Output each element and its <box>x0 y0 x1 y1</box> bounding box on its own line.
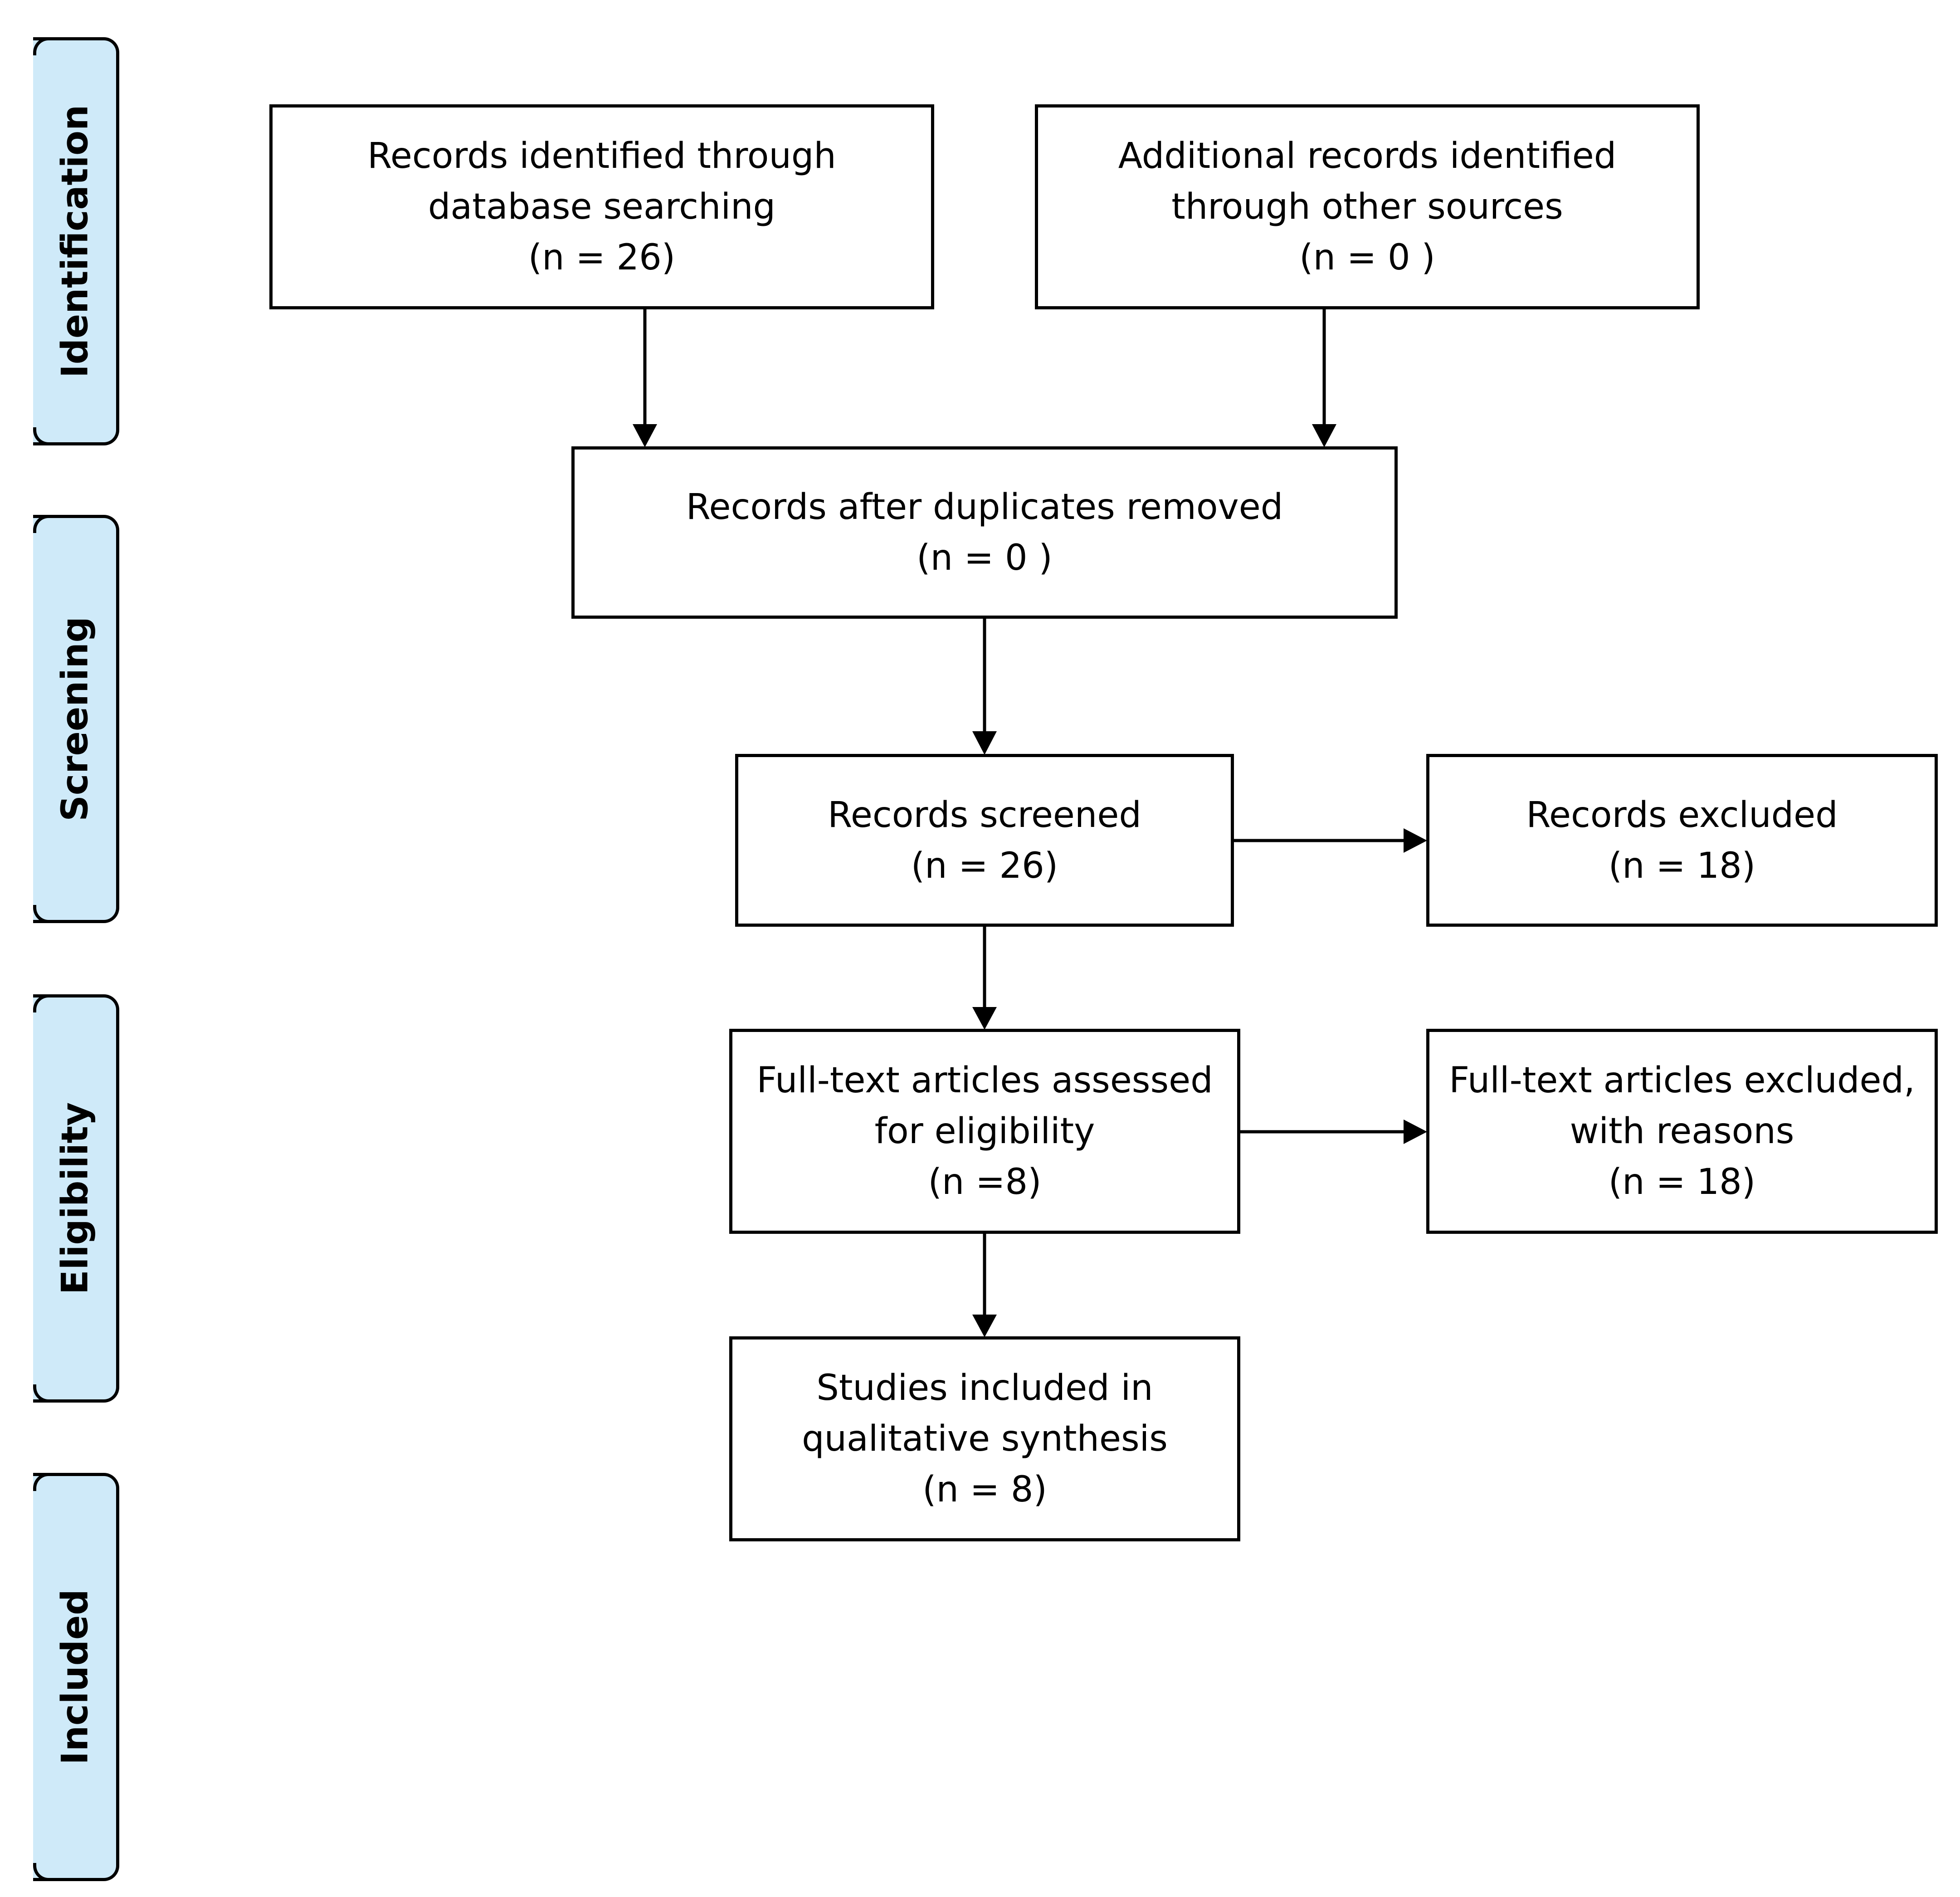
phase-eligibility: Eligibility <box>33 994 119 1403</box>
box-line: (n = 0 ) <box>1299 237 1435 278</box>
phase-identification: Identification <box>33 37 119 445</box>
arrowhead <box>1312 424 1336 447</box>
phase-label-screening: Screening <box>54 616 96 821</box>
box-line: (n = 26) <box>911 845 1058 886</box>
phase-label-included: Included <box>54 1589 96 1765</box>
box-line: (n = 18) <box>1608 845 1756 886</box>
arrowhead <box>1404 828 1427 853</box>
box-line: Additional records identified <box>1118 136 1617 176</box>
arrowhead <box>1404 1120 1427 1144</box>
box-fulltext-assessed: Full-text articles assessed for eligibil… <box>729 1029 1240 1234</box>
box-line: Records after duplicates removed <box>686 487 1283 528</box>
box-line: (n = 26) <box>528 237 676 278</box>
phase-label-eligibility: Eligibility <box>54 1102 96 1295</box>
box-line: through other sources <box>1171 186 1563 227</box>
box-duplicates-removed: Records after duplicates removed (n = 0 … <box>571 446 1398 619</box>
box-other-sources: Additional records identified through ot… <box>1035 104 1700 309</box>
arrowhead <box>972 1007 997 1030</box>
box-line: (n =8) <box>928 1162 1042 1203</box>
box-line: (n = 0 ) <box>917 538 1053 578</box>
box-line: with reasons <box>1570 1111 1794 1152</box>
box-fulltext-excluded: Full-text articles excluded, with reason… <box>1426 1029 1938 1234</box>
box-line: (n = 8) <box>922 1469 1047 1510</box>
box-database-records: Records identified through database sear… <box>269 104 934 309</box>
phase-screening: Screening <box>33 515 119 923</box>
box-records-screened: Records screened (n = 26) <box>735 754 1234 927</box>
box-line: database searching <box>428 186 776 227</box>
box-line: for eligibility <box>874 1111 1095 1152</box>
box-line: Records excluded <box>1526 794 1838 836</box>
box-line: (n = 18) <box>1608 1162 1756 1203</box>
box-line: Full-text articles excluded, <box>1449 1060 1915 1101</box>
arrowhead <box>633 424 657 447</box>
phase-label-identification: Identification <box>54 104 96 378</box>
box-line: qualitative synthesis <box>802 1418 1168 1459</box>
box-line: Records identified through <box>367 136 836 176</box>
arrowhead <box>972 1315 997 1337</box>
box-line: Records screened <box>828 794 1141 836</box>
box-line: Studies included in <box>816 1368 1153 1408</box>
phase-included: Included <box>33 1473 119 1881</box>
box-studies-included: Studies included in qualitative synthesi… <box>729 1336 1240 1541</box>
arrowhead <box>972 731 997 755</box>
box-records-excluded: Records excluded (n = 18) <box>1426 754 1938 927</box>
box-line: Full-text articles assessed <box>756 1060 1213 1101</box>
